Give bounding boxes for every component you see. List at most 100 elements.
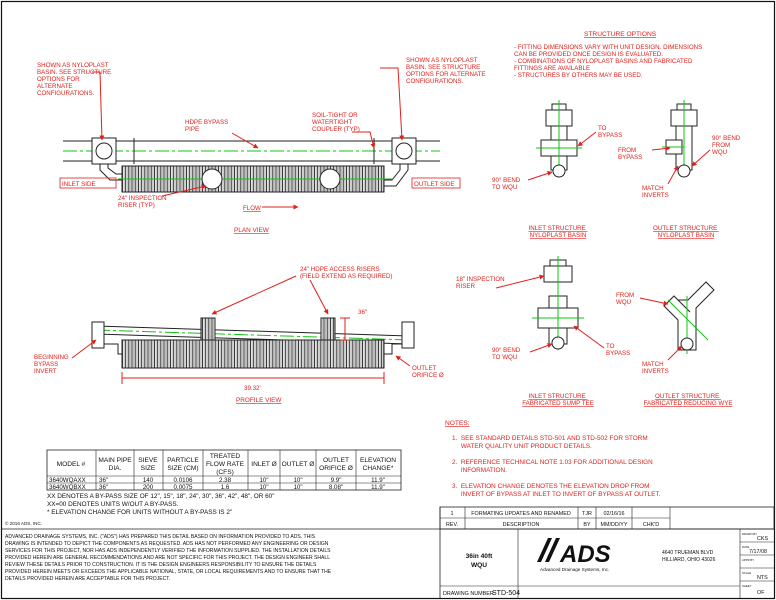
profile-outlet-structure (401, 321, 415, 349)
drawing-number-label: DRAWING NUMBER: (443, 591, 495, 597)
profile-connections (104, 343, 402, 355)
leader-coupler (352, 131, 376, 149)
inlet-sump-tee-drawing (532, 256, 584, 350)
svg-text:02/16/16: 02/16/16 (604, 511, 625, 517)
profile-view-title: PROFILE VIEW (236, 397, 282, 404)
svg-text:3640WQBXX: 3640WQBXX (49, 484, 86, 491)
leader-access-risers-1 (211, 275, 297, 315)
note-1: 1. SEE STANDARD DETAILS STD-501 AND STD-… (452, 435, 648, 450)
leader-tee-bend (529, 343, 553, 353)
leader-riser (161, 184, 207, 197)
profile-inlet-structure (91, 321, 105, 349)
label-inlet-side: INLET SIDE (62, 181, 96, 188)
svg-text:140: 140 (143, 477, 154, 484)
side-field-value: 7/17/08 (749, 549, 767, 555)
outlet-bend (384, 164, 409, 187)
svg-text:DESCRIPTION: DESCRIPTION (503, 522, 540, 528)
bypass-profile-centerline (95, 329, 411, 341)
note-2: 2. REFERENCE TECHNICAL NOTE 1.03 FOR ADD… (452, 459, 653, 474)
dim-length-text: 39.32' (244, 385, 261, 392)
label-tee-to-bypass: TO BYPASS (606, 343, 630, 357)
leader-wye-from-wqu (639, 297, 669, 306)
caption-inlet-nyloplast: INLET STRUCTURE NYLOPLAST BASIN (528, 225, 587, 239)
side-field-label: APPR BY (742, 558, 754, 562)
side-field-value: OF (757, 590, 765, 596)
label-access-risers: 24" HDPE ACCESS RISERS (FIELD EXTEND AS … (300, 266, 392, 280)
dim-36-text: 36" (358, 309, 367, 316)
svg-text:1: 1 (451, 511, 454, 517)
leader-outlet-match (667, 165, 679, 185)
svg-text:11.9": 11.9" (371, 484, 385, 491)
access-riser-2 (320, 317, 336, 341)
outlet-reducing-wye-drawing (663, 281, 715, 354)
outlet-side-box (411, 177, 461, 189)
svg-text:0.0075: 0.0075 (174, 484, 193, 491)
svg-text:36": 36" (99, 477, 108, 484)
revision-block: 1 FORMATING UPDATES AND RENAMED TJR 02/1… (439, 506, 775, 530)
leader-inlet-to-bypass (577, 131, 597, 147)
copyright: © 2016 ADS, INC. (5, 520, 42, 526)
structure-options-title: STRUCTURE OPTIONS (584, 31, 657, 38)
table-row: 3640WQBXX 36" 200 0.0075 1.6 10" 10" 8.0… (49, 484, 385, 491)
structure-options: STRUCTURE OPTIONS - FITTING DIMENSIONS V… (456, 31, 742, 407)
wqu-pipe-profile (121, 339, 385, 369)
drawing-title-line2: WQU (471, 562, 487, 569)
logo-slash (545, 538, 560, 562)
table-header: MODEL # (57, 461, 86, 468)
leader-wye-match (667, 345, 683, 361)
label-inlet-bend: 90° BEND TO WQU (492, 177, 522, 191)
svg-text:3640WQAXX: 3640WQAXX (49, 477, 86, 484)
svg-text:BY: BY (583, 522, 591, 528)
revision-headers: REV. DESCRIPTION BY MM/DD/YY CHK'D (446, 522, 659, 528)
leader-outlet-from-bypass (651, 146, 671, 151)
logo-slash (537, 538, 552, 562)
label-outlet-side: OUTLET SIDE (414, 181, 454, 188)
notes-title: NOTES: (445, 420, 470, 427)
plan-view: SHOWN AS NYLOPLAST BASIN. SEE STRUCTURE … (37, 57, 487, 234)
label-bypass-invert: BEGINNING BYPASS INVERT (34, 354, 70, 375)
leader-nyloplast-right (380, 67, 405, 141)
svg-text:10": 10" (259, 484, 268, 491)
label-nyloplast-right: SHOWN AS NYLOPLAST BASIN. SEE STRUCTURE … (406, 57, 487, 85)
note-3: 3. ELEVATION CHANGE DENOTES THE ELEVATIO… (452, 483, 661, 498)
label-wye-match: MATCH INVERTS (642, 361, 669, 375)
label-coupler: SOIL-TIGHT OR WATERTIGHT COUPLER (TYP) (312, 112, 360, 133)
label-outlet-match: MATCH INVERTS (642, 185, 669, 199)
outlet-nyloplast-basin-drawing (662, 100, 698, 178)
inlet-nyloplast-basin-drawing (536, 100, 582, 178)
access-riser-1 (200, 317, 216, 341)
label-outlet-orifice: OUTLET ORIFICE Ø (412, 365, 444, 379)
side-field-value: CKS (757, 536, 768, 542)
inlet-side-box (59, 177, 117, 189)
label-outlet-bend: 90° BEND FROM WQU (712, 135, 742, 156)
leader-inlet-bend (527, 171, 553, 181)
svg-text:8.08": 8.08" (329, 484, 343, 491)
company-address: 4640 TRUEMAN BLVD HILLIARD, OHIO 43026 (662, 550, 716, 563)
bypass-profile-top (95, 325, 411, 337)
leader-nyloplast-left (92, 71, 105, 141)
logo-company: Advanced Drainage Systems, Inc. (540, 567, 609, 572)
structure-options-notes: - FITTING DIMENSIONS VARY WITH UNIT DESI… (514, 44, 704, 79)
plan-view-title: PLAN VIEW (234, 227, 270, 234)
svg-text:11.9": 11.9" (371, 477, 385, 484)
inspection-riser-2 (319, 168, 341, 190)
svg-text:REV.: REV. (446, 522, 458, 528)
notes: NOTES: 1. SEE STANDARD DETAILS STD-501 A… (445, 420, 661, 498)
outlet-basin-grate (395, 142, 413, 160)
svg-text:9.9": 9.9" (331, 477, 342, 484)
inlet-basin-grate (95, 142, 113, 160)
label-outlet-from-bypass: FROM BYPASS (618, 147, 642, 161)
disclaimer: ADVANCED DRAINAGE SYSTEMS, INC. ("ADS") … (5, 534, 333, 582)
logo-text: ADS (559, 541, 611, 568)
svg-text:10": 10" (293, 477, 302, 484)
table-row: 3640WQAXX 36" 140 0.0106 2.38 10" 10" 9.… (49, 477, 385, 484)
leader-bypass (231, 132, 259, 149)
svg-text:TJR: TJR (582, 511, 592, 517)
label-tee-riser: 18" INSPECTION RISER (456, 276, 506, 290)
